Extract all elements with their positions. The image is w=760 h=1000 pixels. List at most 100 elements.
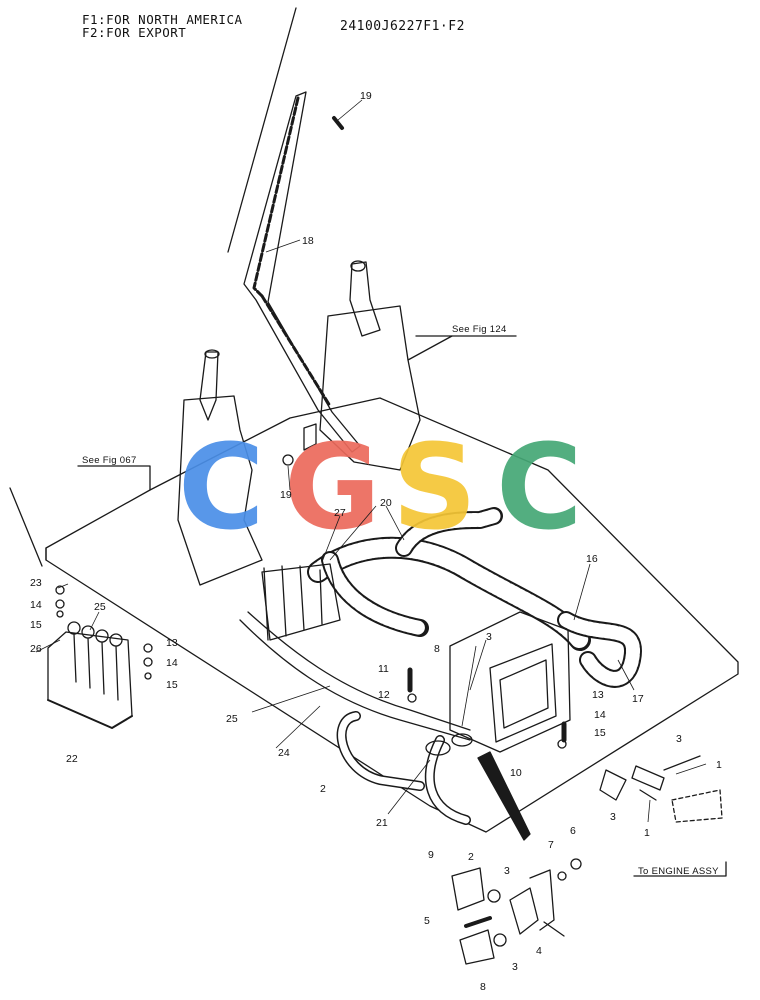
callout-12: 12 [378,689,390,701]
hose-clamp [451,733,473,747]
left-joystick [199,351,219,421]
valve-knob [109,633,123,647]
callout-23: 23 [30,577,42,589]
callout-7: 7 [548,839,554,851]
callout-1: 1 [716,759,722,771]
callout-21: 21 [376,817,388,829]
callout-9: 9 [428,849,434,861]
control-bracket [261,563,341,641]
callout-1: 1 [644,827,650,839]
callout-20: 20 [380,497,392,509]
hose-stub [631,765,665,791]
pipe [247,611,471,731]
callout-24: 24 [278,747,290,759]
callout-3: 3 [512,961,518,973]
watermark-letter-g: G [284,418,381,556]
ref-see-fig-067: See Fig 067 [82,455,137,466]
callout-11: 11 [378,663,389,675]
bolt-19 [282,454,294,466]
callout-25: 25 [94,601,106,613]
washer-14 [55,599,65,609]
watermark-letter-c2: C [496,418,583,556]
defroster-panel [243,91,361,453]
header-note-f1: F1:FOR NORTH AMERICA [82,12,243,27]
callout-2: 2 [468,851,474,863]
clamp-3 [487,889,501,903]
heater-unit [449,611,571,753]
washer-15 [144,672,152,680]
valve-knob [67,621,81,635]
bolt-13 [143,643,153,653]
leader [633,861,727,877]
left-seat [177,395,263,586]
callout-19: 19 [360,90,372,102]
clamp-3 [493,933,507,947]
ref-to-engine-assy: To ENGINE ASSY [638,866,719,877]
callout-3: 3 [610,811,616,823]
callout-16: 16 [586,553,598,565]
hose-2 [336,711,425,791]
pipe [239,619,471,741]
pointer-arrow [477,751,531,841]
heater-core [489,643,557,743]
watermark-letter-s: S [392,418,477,556]
left-joystick-knob [204,349,220,359]
duct-hose-ribs [309,538,589,649]
valve-base [47,699,133,729]
hose-8-section [459,929,495,965]
bracket-plate [529,869,555,931]
duct-hose-ribs [323,553,427,635]
fitting-1 [663,755,701,771]
fitting-1 [639,789,657,801]
guide-line [227,7,297,253]
callout-2: 2 [320,783,326,795]
callout-13: 13 [166,637,178,649]
callout-8: 8 [434,643,440,655]
callout-13: 13 [592,689,604,701]
callout-15: 15 [594,727,606,739]
guide-line [9,487,43,567]
washer-14 [143,657,153,667]
part-number: 24100J6227F1·F2 [340,19,465,34]
washer-15 [56,610,64,618]
bolt-23 [55,585,65,595]
defroster-slots [252,96,300,298]
callout-17: 17 [632,693,644,705]
right-joystick-knob [350,260,366,272]
hose-2-section [451,867,485,911]
callout-14: 14 [30,599,42,611]
callout-5: 5 [424,915,430,927]
callout-25: 25 [226,713,238,725]
duct-hose-ribs [559,613,640,686]
hose-2-inner [338,712,424,790]
callout-8: 8 [480,981,486,993]
callout-15: 15 [30,619,42,631]
callout-26: 26 [30,643,42,655]
nut-6 [570,858,582,870]
callout-22: 22 [66,753,78,765]
callout-3: 3 [504,865,510,877]
hose-stub [599,769,627,801]
fitting-4 [543,921,565,937]
defroster-slots [260,294,332,408]
header-note-f2: F2:FOR EXPORT [82,25,187,40]
engine-outline [671,789,723,823]
ref-see-fig-124: See Fig 124 [452,324,507,335]
callout-18: 18 [302,235,314,247]
valve-knob [81,625,95,639]
nut-12 [407,693,417,703]
washer-7 [557,871,567,881]
leader [407,335,453,361]
callout-27: 27 [334,507,346,519]
callout-6: 6 [570,825,576,837]
tee-fitting [509,887,539,935]
callout-15: 15 [166,679,178,691]
callout-3: 3 [486,631,492,643]
bolt-19 [332,116,344,130]
callout-14: 14 [594,709,606,721]
hose-9-inner [426,736,470,824]
valve-stems [73,633,119,701]
callout-19: 19 [280,489,292,501]
bolt-5 [464,916,492,928]
